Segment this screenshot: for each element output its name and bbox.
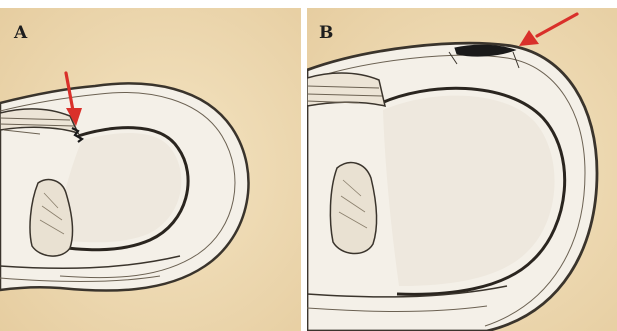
panel-a: A — [0, 8, 301, 331]
shoulder-illustration-a: A — [0, 8, 301, 331]
coracoid-process-b — [330, 163, 376, 254]
panel-b: B — [307, 8, 617, 331]
panel-label-b: B — [319, 23, 333, 43]
shoulder-illustration-b: B — [307, 8, 617, 331]
panel-label-a: A — [13, 23, 28, 43]
